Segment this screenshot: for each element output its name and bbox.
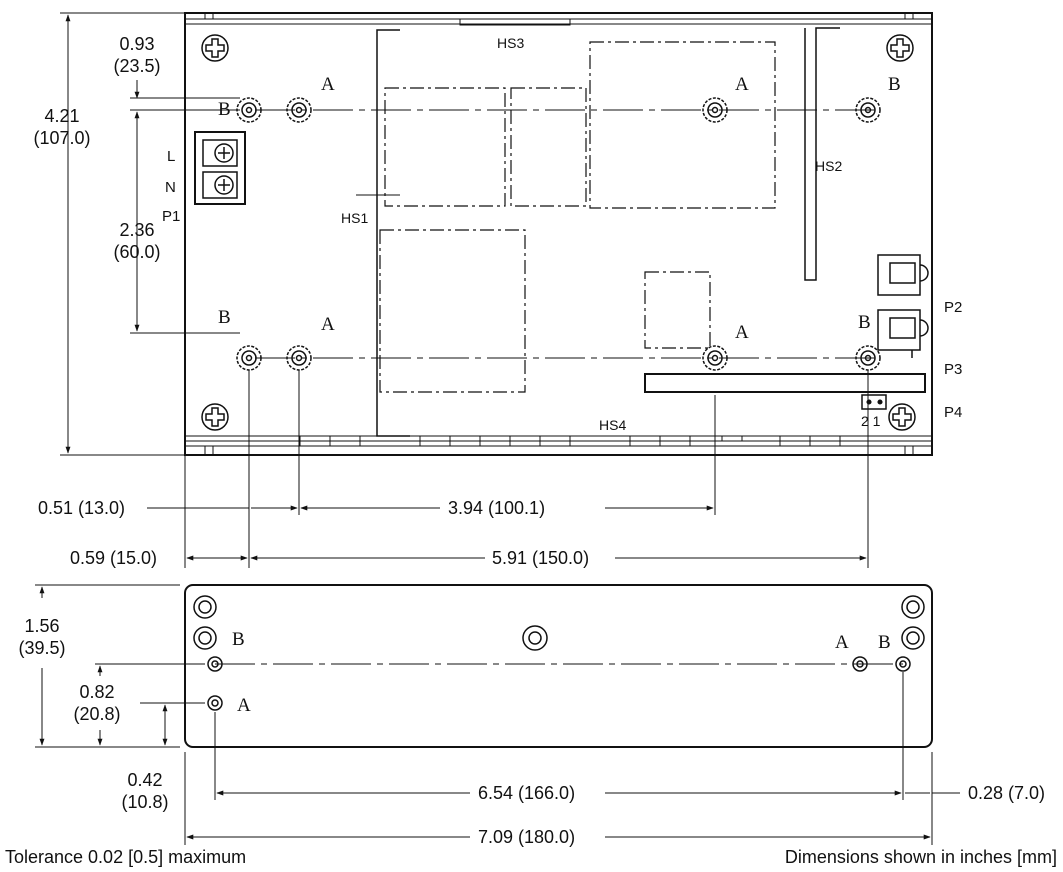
hole-centerlines bbox=[255, 109, 880, 359]
hole-label-a: A bbox=[735, 74, 749, 95]
heatsink-label-hs2: HS2 bbox=[815, 158, 842, 174]
hole-label-a: A bbox=[735, 322, 749, 343]
connector-label-p2: P2 bbox=[944, 299, 962, 316]
hole-label-b: B bbox=[888, 74, 901, 95]
dim-23-5: (23.5) bbox=[113, 56, 160, 76]
dim-60-0: (60.0) bbox=[113, 242, 160, 262]
phillips-screw-icon bbox=[886, 34, 914, 62]
standoff-a-icon bbox=[702, 97, 728, 123]
component-outlines bbox=[379, 41, 776, 393]
terminal-label-n: N bbox=[165, 179, 176, 196]
hole-label-a: A bbox=[321, 74, 335, 95]
heatsink-label-hs4: HS4 bbox=[599, 417, 626, 433]
dim-10-8: (10.8) bbox=[121, 792, 168, 812]
dim-4-21: 4.21 bbox=[44, 106, 79, 126]
p4-header bbox=[861, 394, 887, 410]
hole-label-b: B bbox=[878, 632, 891, 653]
side-view bbox=[184, 584, 933, 748]
dim-7-09: 7.09 (180.0) bbox=[478, 827, 575, 847]
phillips-screw-icon bbox=[201, 34, 229, 62]
connector-label-p4: P4 bbox=[944, 404, 962, 421]
dim-0-59: 0.59 (15.0) bbox=[70, 548, 157, 568]
corner-screws bbox=[201, 34, 916, 431]
connector-label-p3: P3 bbox=[944, 361, 962, 378]
phillips-screw-icon bbox=[888, 403, 916, 431]
dim-0-82: 0.82 bbox=[79, 682, 114, 702]
dim-20-8: (20.8) bbox=[73, 704, 120, 724]
hole-label-a: A bbox=[237, 695, 251, 716]
dim-1-56: 1.56 bbox=[24, 616, 59, 636]
p1-terminal-block bbox=[194, 131, 246, 205]
top-view bbox=[184, 12, 933, 456]
standoff-b-icon bbox=[855, 97, 881, 123]
dim-0-28: 0.28 (7.0) bbox=[968, 783, 1045, 803]
dim-2-36: 2.36 bbox=[119, 220, 154, 240]
phillips-screw-icon bbox=[201, 403, 229, 431]
p3-connector bbox=[877, 309, 929, 358]
dim-107-0: (107.0) bbox=[33, 128, 90, 148]
side-outline bbox=[184, 584, 933, 748]
dim-0-51: 0.51 (13.0) bbox=[38, 498, 125, 518]
chassis-outline bbox=[184, 12, 933, 456]
dim-5-91: 5.91 (150.0) bbox=[492, 548, 589, 568]
dim-0-42: 0.42 bbox=[127, 770, 162, 790]
hs2-heatsink bbox=[804, 27, 840, 281]
dim-6-54: 6.54 (166.0) bbox=[478, 783, 575, 803]
heatsink-label-hs3: HS3 bbox=[497, 35, 524, 51]
dim-39-5: (39.5) bbox=[18, 638, 65, 658]
hs4-ticks bbox=[299, 436, 841, 446]
hs1-heatsink bbox=[376, 29, 410, 437]
hole-label-b: B bbox=[858, 312, 871, 333]
side-holes bbox=[193, 595, 925, 711]
p2-connector bbox=[877, 254, 929, 296]
hole-label-a: A bbox=[835, 632, 849, 653]
hole-label-b: B bbox=[232, 629, 245, 650]
pin-numbers: 2 1 bbox=[861, 413, 881, 429]
dim-3-94: 3.94 (100.1) bbox=[448, 498, 545, 518]
hole-label-b: B bbox=[218, 307, 231, 328]
standoff-a-icon bbox=[286, 97, 312, 123]
heatsink-label-hs1: HS1 bbox=[341, 210, 368, 226]
standoff-a-icon bbox=[702, 345, 728, 371]
dimension-lines bbox=[35, 12, 960, 845]
units-note: Dimensions shown in inches [mm] bbox=[785, 847, 1057, 867]
hole-label-a: A bbox=[321, 314, 335, 335]
terminal-label-l: L bbox=[167, 148, 175, 165]
tolerance-note: Tolerance 0.02 [0.5] maximum bbox=[5, 847, 246, 867]
hs4-rail bbox=[644, 373, 926, 393]
dim-0-93: 0.93 bbox=[119, 34, 154, 54]
connector-label-p1: P1 bbox=[162, 208, 180, 225]
